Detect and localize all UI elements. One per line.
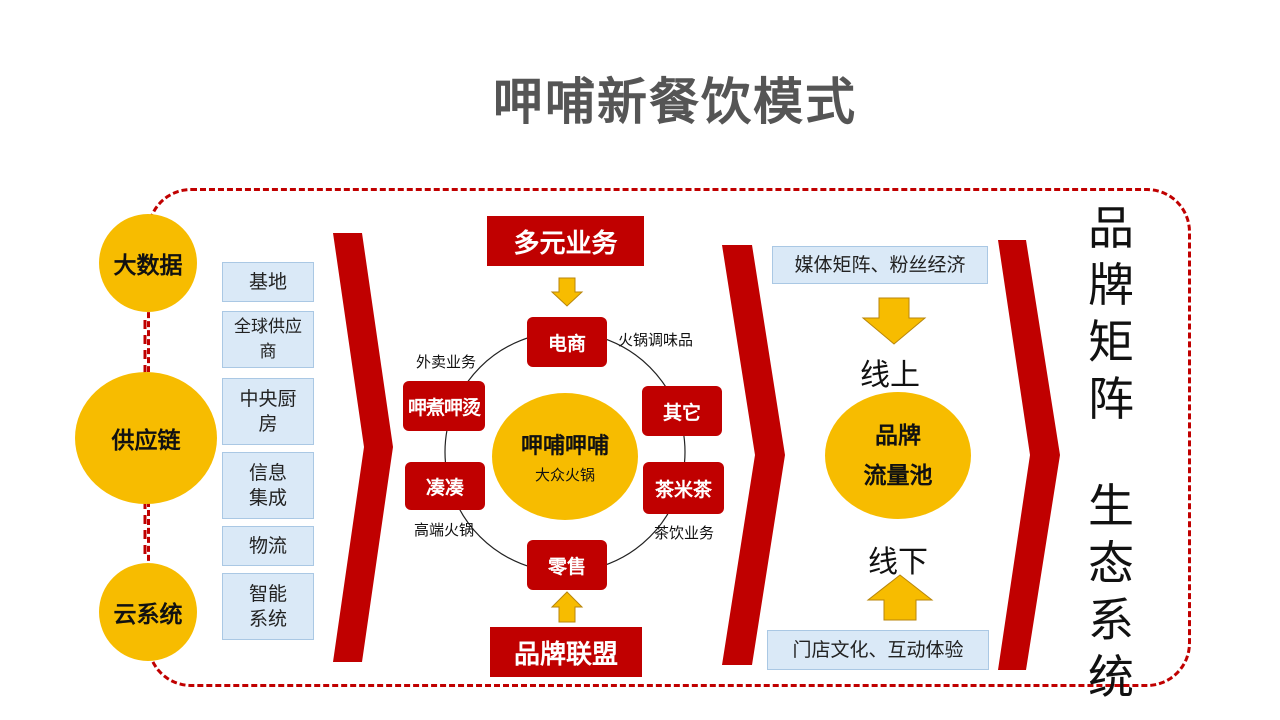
box-brand-alliance: 品牌联盟 <box>490 627 642 677</box>
up-arrow-small <box>550 591 584 623</box>
box-media-matrix-label: 媒体矩阵、粉丝经济 <box>794 253 966 276</box>
label-tea-business: 茶饮业务 <box>654 524 715 542</box>
pool-line2: 流量池 <box>863 462 933 489</box>
node-xiazhu-xiatang: 呷煮呷烫 <box>403 381 485 431</box>
page-title: 呷哺新餐饮模式 <box>493 73 857 131</box>
box-smart-system-label: 智能系统 <box>248 582 287 630</box>
box-info-integration-label: 信息集成 <box>248 461 287 509</box>
down-arrow-large <box>861 297 927 345</box>
circle-brand-traffic-pool: 品牌 流量池 <box>825 392 971 519</box>
label-online: 线上 <box>860 358 920 393</box>
node-ecommerce: 电商 <box>527 317 607 367</box>
label-premium-hotpot: 高端火锅 <box>414 521 475 539</box>
circle-supply-chain: 供应链 <box>75 372 217 504</box>
chevron-arrow-1 <box>333 233 393 662</box>
text-brand-matrix: 品牌矩阵 <box>1088 201 1134 426</box>
node-other: 其它 <box>642 386 722 436</box>
node-chamicha: 茶米茶 <box>643 462 724 514</box>
center-title: 呷哺呷哺 <box>520 434 609 459</box>
node-coucou: 凑凑 <box>405 462 485 510</box>
box-logistics-label: 物流 <box>248 534 287 557</box>
box-global-supplier: 全球供应商 <box>222 311 314 368</box>
circle-big-data: 大数据 <box>99 214 197 312</box>
box-logistics: 物流 <box>222 526 314 566</box>
box-info-integration: 信息集成 <box>222 452 314 519</box>
pool-line1: 品牌 <box>875 422 921 449</box>
node-retail: 零售 <box>527 540 607 590</box>
text-ecosystem: 生态系统 <box>1088 479 1134 704</box>
circle-xiabu: 呷哺呷哺 大众火锅 <box>492 393 638 520</box>
box-diversified-business: 多元业务 <box>487 216 644 266</box>
box-base-label: 基地 <box>248 270 287 293</box>
chevron-arrow-3 <box>998 240 1060 670</box>
box-base: 基地 <box>222 262 314 302</box>
box-central-kitchen-label: 中央厨房 <box>239 387 297 435</box>
label-takeout-business: 外卖业务 <box>416 353 477 371</box>
label-hotpot-seasoning: 火锅调味品 <box>618 331 694 349</box>
box-store-culture: 门店文化、互动体验 <box>767 630 989 670</box>
chevron-arrow-2 <box>722 245 785 665</box>
circle-cloud-system: 云系统 <box>99 563 197 661</box>
box-smart-system: 智能系统 <box>222 573 314 640</box>
box-central-kitchen: 中央厨房 <box>222 378 314 445</box>
box-media-matrix: 媒体矩阵、粉丝经济 <box>772 246 988 284</box>
center-subtitle: 大众火锅 <box>534 466 595 484</box>
up-arrow-large <box>866 574 934 621</box>
box-global-supplier-label: 全球供应商 <box>234 316 302 362</box>
box-store-culture-label: 门店文化、互动体验 <box>792 638 964 661</box>
down-arrow-small <box>550 277 584 307</box>
label-offline: 线下 <box>868 545 928 580</box>
